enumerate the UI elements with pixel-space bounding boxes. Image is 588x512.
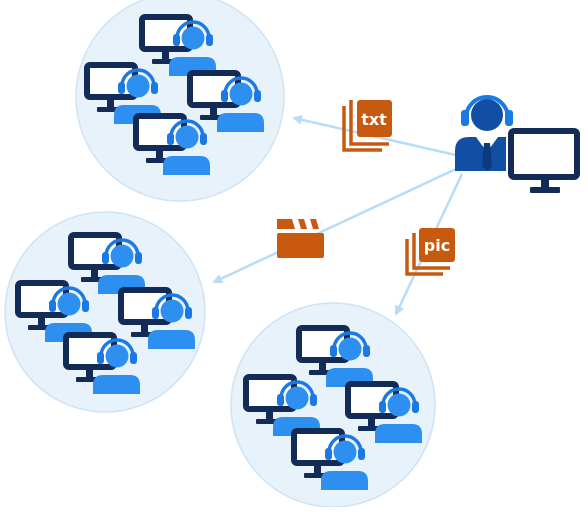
agent-workstation-icon [84, 62, 161, 124]
support-agent-with-monitor-icon [455, 95, 580, 193]
arrow-to-left-group [212, 166, 459, 284]
agent-workstation-icon [291, 428, 368, 490]
agent-group-top [75, 0, 285, 202]
txt-badge-label: txt [361, 110, 387, 129]
workstations-layer [15, 14, 422, 490]
video-clapperboard-icon [277, 219, 324, 258]
agent-workstation-icon [63, 332, 140, 394]
headset-icon [461, 95, 513, 126]
presenter-monitor-icon [506, 128, 580, 193]
picture-file-stack-icon: pic [405, 228, 455, 276]
agent-workstation-icon [139, 14, 216, 76]
text-file-stack-icon: txt [342, 100, 392, 152]
agent-workstation-icon [243, 374, 320, 436]
agent-workstation-icon [68, 232, 145, 294]
agent-group-left [4, 211, 206, 413]
agent-workstation-icon [187, 70, 264, 132]
agent-workstation-icon [133, 113, 210, 175]
pic-badge-label: pic [424, 236, 450, 255]
agent-workstation-icon [345, 381, 422, 443]
agent-workstation-icon [118, 287, 195, 349]
